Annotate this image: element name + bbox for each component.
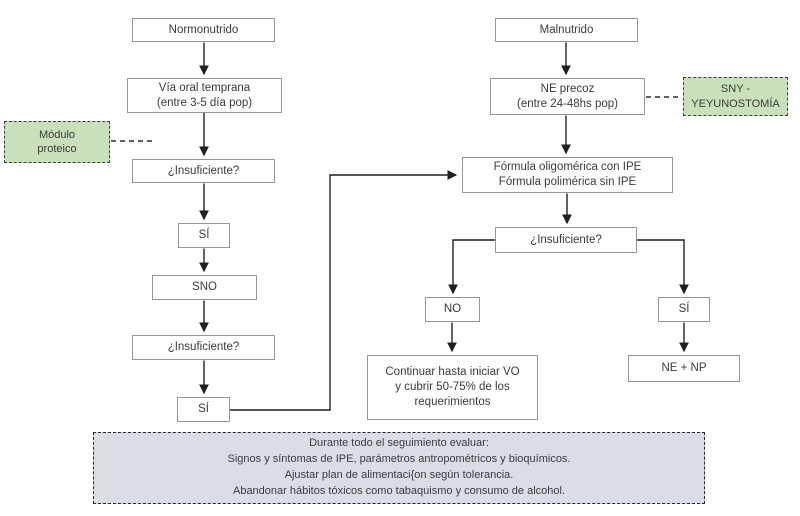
node-si-3: SÍ	[658, 297, 710, 322]
node-malnutrido: Malnutrido	[495, 18, 638, 42]
node-insuficiente-2: ¿Insuficiente?	[132, 335, 275, 360]
node-si-2: SÍ	[177, 397, 230, 422]
node-insuficiente-3: ¿Insuficiente?	[495, 227, 637, 253]
node-ne-np: NE + NP	[628, 355, 740, 382]
node-formula-oligomerica: Fórmula oligomérica con IPE Fórmula poli…	[462, 157, 673, 193]
branch-insuficiente3-to-no	[448, 239, 495, 295]
node-insuficiente-1: ¿Insuficiente?	[132, 159, 275, 183]
node-sno: SNO	[152, 275, 257, 300]
node-ne-precoz: NE precoz (entre 24-48hs pop)	[490, 78, 645, 115]
note-sny-yeyunostomia: SNY - YEYUNOSTOMÍA	[683, 77, 788, 116]
node-via-oral-temprana: Vía oral temprana (entre 3-5 día pop)	[127, 78, 282, 113]
node-normonutrido: Normonutrido	[132, 18, 275, 42]
summary-seguimiento: Durante todo el seguimiento evaluar: Sig…	[93, 432, 705, 504]
node-continuar-vo: Continuar hasta iniciar VO y cubrir 50-7…	[367, 355, 538, 420]
node-no: NO	[425, 297, 480, 322]
branch-insuficiente3-to-si	[637, 239, 689, 295]
note-modulo-proteico: Módulo proteico	[4, 121, 110, 163]
node-si-1: SÍ	[178, 223, 230, 248]
